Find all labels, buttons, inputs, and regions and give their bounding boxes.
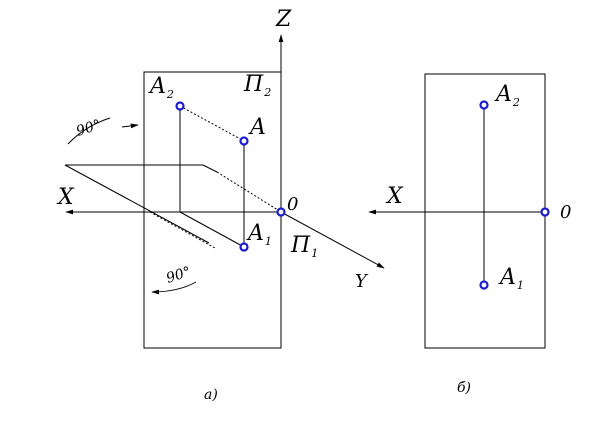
label-a2: A2 [148,74,174,101]
epure-label-a2: A2 [494,82,520,109]
h-plane-hidden-front [149,211,216,249]
y-axis [280,211,385,269]
x-axis-label: X [56,185,75,210]
origin-label: 0 [287,194,298,215]
epure-x-label: X [385,184,404,209]
rotation-arc-bottom [151,281,197,295]
angle-label-bottom: 90° [164,264,193,287]
angle-label-top: 90° [74,117,103,140]
epure-rect [424,73,546,349]
x-to-a1-line [179,211,245,248]
epure-point-a1 [479,280,489,290]
rotation-arc-top [67,117,111,145]
z-axis-label: Z [275,7,292,32]
rotation-arrow-top [121,123,139,129]
label-plane-h: П1 [290,233,318,260]
epure-origin-label: 0 [560,202,571,223]
vertical-plane-rect [143,71,282,349]
y-axis-label: Y [355,271,369,292]
epure-label-a1: A1 [498,265,524,292]
figure-b: X 0 A2 A1 б) [368,73,571,396]
caption-a: а) [204,387,218,403]
label-a1: A1 [246,221,272,248]
caption-b: б) [457,380,471,396]
h-plane-left-edge [64,164,210,244]
label-a: A [248,115,266,140]
point-a2 [175,101,185,111]
h-plane-hidden-edge [216,171,282,213]
a2-to-a-line [179,105,245,142]
point-a1 [239,242,249,252]
h-plane-right-edge [202,164,218,173]
label-plane-v: П2 [243,72,271,99]
epure-point-a2 [479,100,489,110]
point-a [239,136,249,146]
figure-a: Z X Y 0 A2 A A1 П2 П1 90° [56,7,385,403]
epure-point-origin [540,207,550,217]
point-origin [276,207,286,217]
